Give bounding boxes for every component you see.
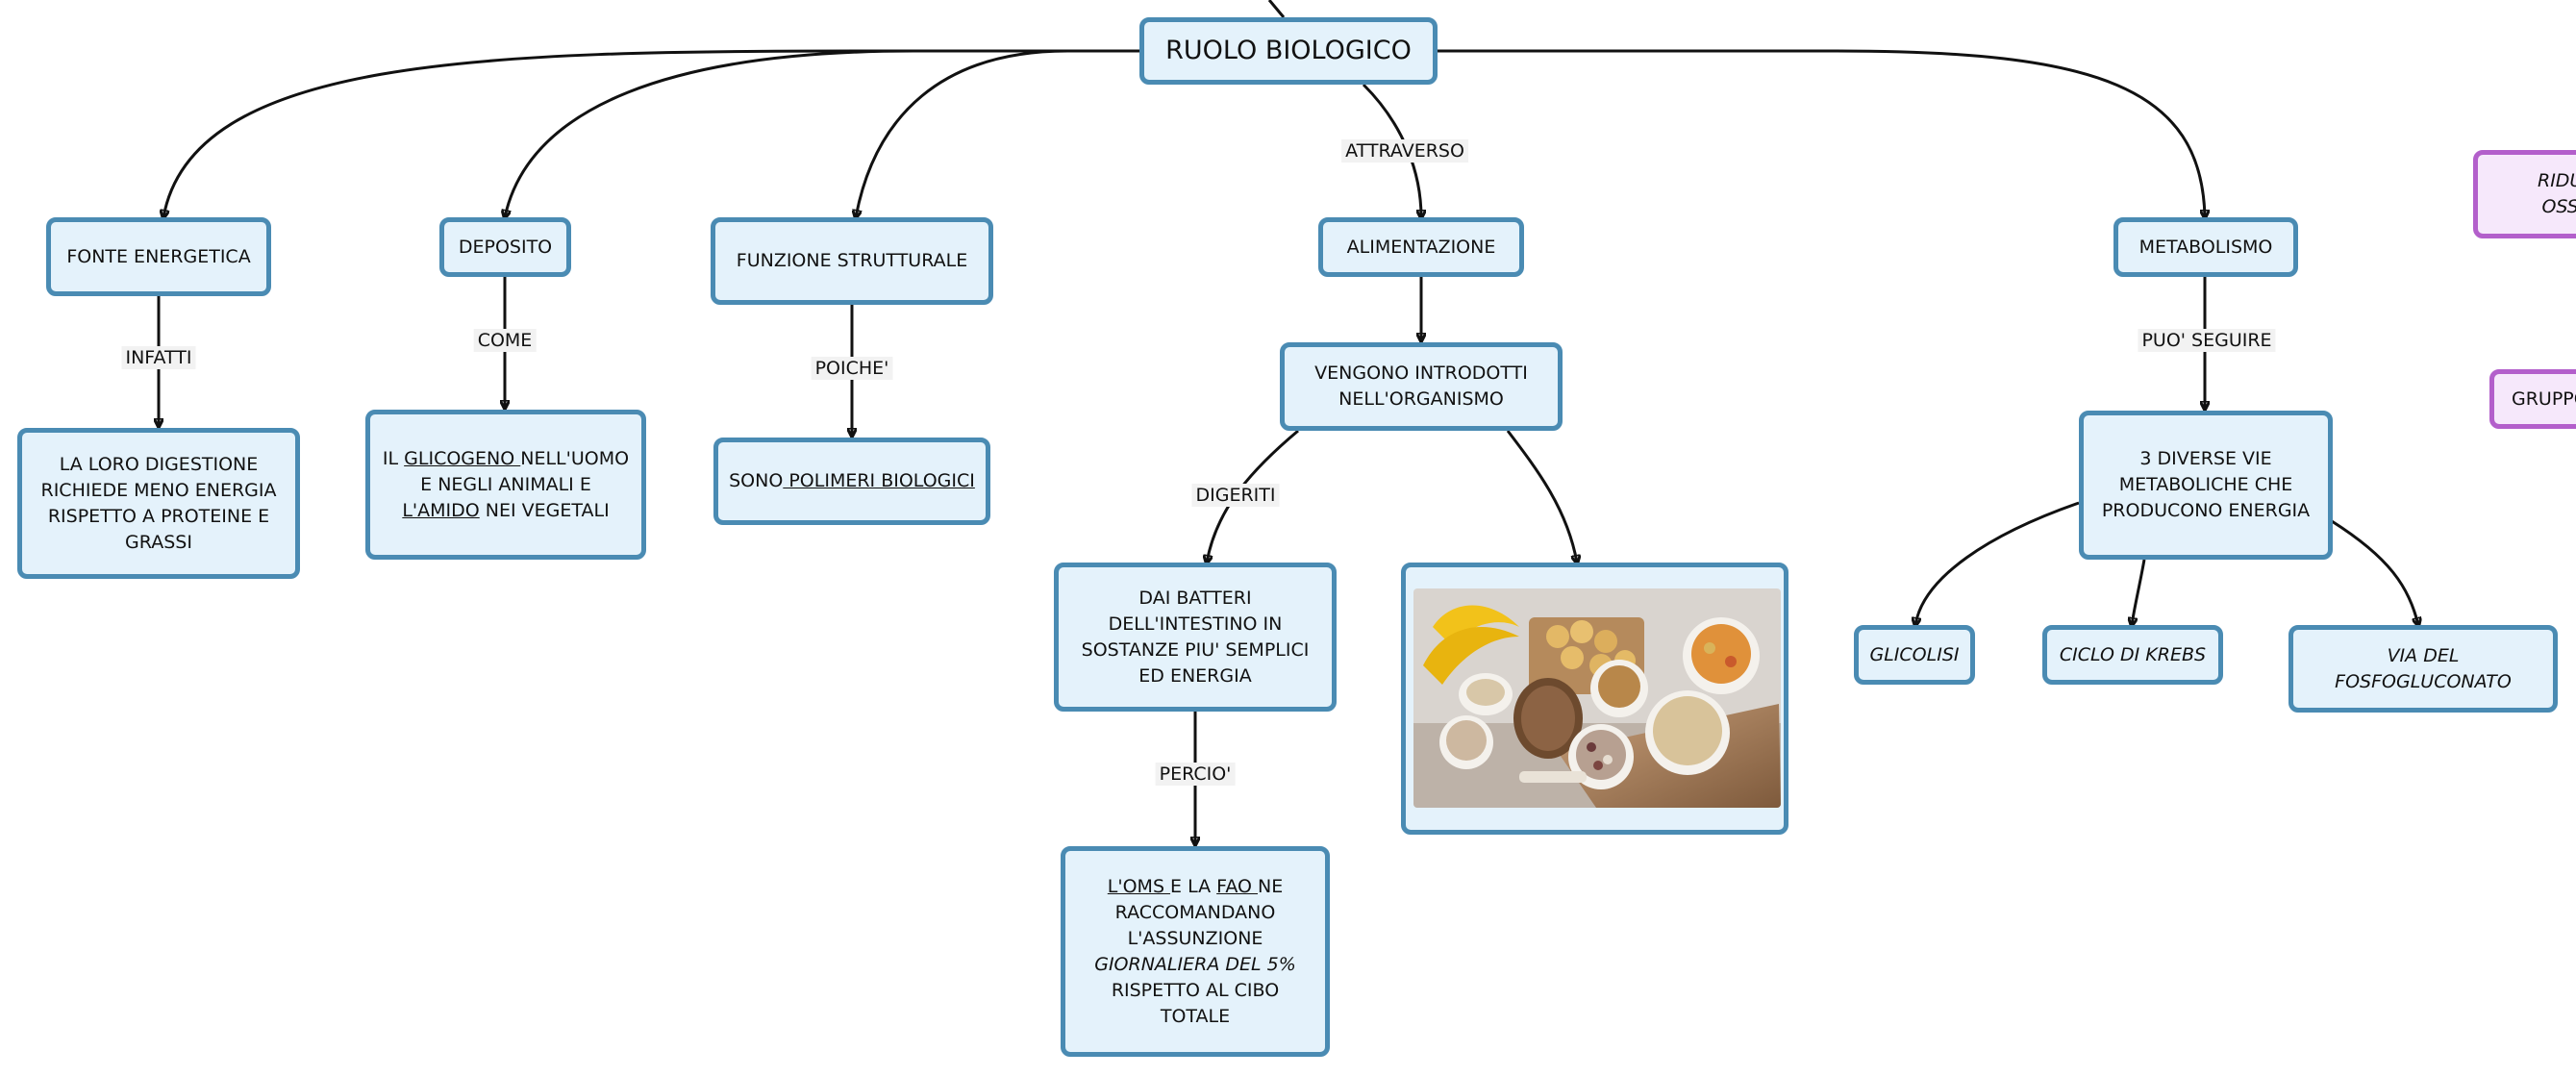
node-food-image[interactable] [1401, 563, 1788, 835]
node-metabolismo[interactable]: METABOLISMO [2113, 217, 2298, 277]
text: SONO [729, 470, 784, 491]
term-polimeri-biologici: POLIMERI BIOLOGICI [783, 470, 975, 491]
partial-rid-1: RIDU [2538, 170, 2576, 191]
text: RISPETTO AL CIBO TOTALE [1111, 979, 1280, 1027]
node-batteri-intestino[interactable]: DAI BATTERI DELL'INTESTINO IN SOSTANZE P… [1054, 563, 1337, 712]
node-oms-fao[interactable]: L'OMS E LA FAO NE RACCOMANDANO L'ASSUNZI… [1061, 846, 1330, 1057]
node-funzione-strutturale[interactable]: FUNZIONE STRUTTURALE [711, 217, 993, 305]
link-label-attraverso: ATTRAVERSO [1341, 139, 1468, 163]
text: E LA [1170, 875, 1217, 897]
node-vengono-introdotti[interactable]: VENGONO INTRODOTTI NELL'ORGANISMO [1280, 342, 1563, 431]
krebs-label: CICLO DI KREBS [2059, 643, 2207, 665]
term-fao: FAO [1216, 875, 1258, 897]
fosfo-label: VIA DEL FOSFOGLUCONATO [2335, 644, 2512, 692]
text: NE RACCOMANDANO L'ASSUNZIONE [1114, 875, 1284, 949]
term-amido: L'AMIDO [402, 499, 480, 521]
link-label-come: COME [473, 329, 537, 352]
partial-gruppo: GRUPPO [2512, 388, 2576, 410]
term-oms: L'OMS [1107, 875, 1171, 897]
emphasis-giornaliera: GIORNALIERA DEL 5% [1094, 953, 1296, 975]
node-fonte-energetica[interactable]: FONTE ENERGETICA [46, 217, 271, 296]
term-glicogeno: GLICOGENO [404, 447, 521, 469]
partial-text: RIDU OSS [2538, 168, 2576, 220]
node-via-fosfogluconato[interactable]: VIA DEL FOSFOGLUCONATO [2288, 625, 2558, 713]
link-label-infatti: INFATTI [121, 346, 196, 369]
text: NEI VEGETALI [479, 499, 610, 521]
link-parent-root [1267, 0, 1286, 18]
node-deposito[interactable]: DEPOSITO [439, 217, 571, 277]
food-photo [1413, 588, 1781, 808]
link-root-metabolismo [1435, 49, 2205, 217]
link-vie-krebs [2132, 559, 2146, 625]
text: IL [382, 447, 405, 469]
link-root-fonte [163, 49, 1139, 217]
link-label-percio: PERCIO' [1155, 763, 1236, 786]
node-partial-gruppo[interactable]: GRUPPO [2489, 369, 2576, 429]
node-alimentazione[interactable]: ALIMENTAZIONE [1318, 217, 1524, 277]
link-label-poiche: POICHE' [811, 357, 893, 380]
link-label-puo-seguire: PUO' SEGUIRE [2138, 329, 2276, 352]
node-partial-riduzione[interactable]: RIDU OSS [2473, 150, 2576, 238]
text: NELL'UOMO E NEGLI ANIMALI E [420, 447, 630, 495]
link-label-digeriti: DIGERITI [1191, 484, 1280, 507]
node-deposito-detail[interactable]: IL GLICOGENO NELL'UOMO E NEGLI ANIMALI E… [365, 410, 646, 560]
node-vie-metaboliche[interactable]: 3 DIVERSE VIE METABOLICHE CHE PRODUCONO … [2079, 411, 2333, 560]
partial-rid-2: OSS [2541, 196, 2576, 217]
node-strutturale-detail[interactable]: SONO POLIMERI BIOLOGICI [713, 438, 990, 525]
link-root-strutturale [856, 49, 1139, 217]
link-vie-glicolisi [1915, 501, 2080, 625]
node-ciclo-di-krebs[interactable]: CICLO DI KREBS [2042, 625, 2223, 685]
glicolisi-label: GLICOLISI [1869, 643, 1960, 665]
link-root-deposito [505, 49, 1139, 217]
node-glicolisi[interactable]: GLICOLISI [1854, 625, 1975, 685]
node-ruolo-biologico[interactable]: RUOLO BIOLOGICO [1139, 17, 1438, 85]
link-introdotti-photo [1506, 430, 1577, 563]
link-vie-fosfo [2331, 519, 2418, 625]
node-fonte-detail[interactable]: LA LORO DIGESTIONE RICHIEDE MENO ENERGIA… [17, 428, 300, 579]
